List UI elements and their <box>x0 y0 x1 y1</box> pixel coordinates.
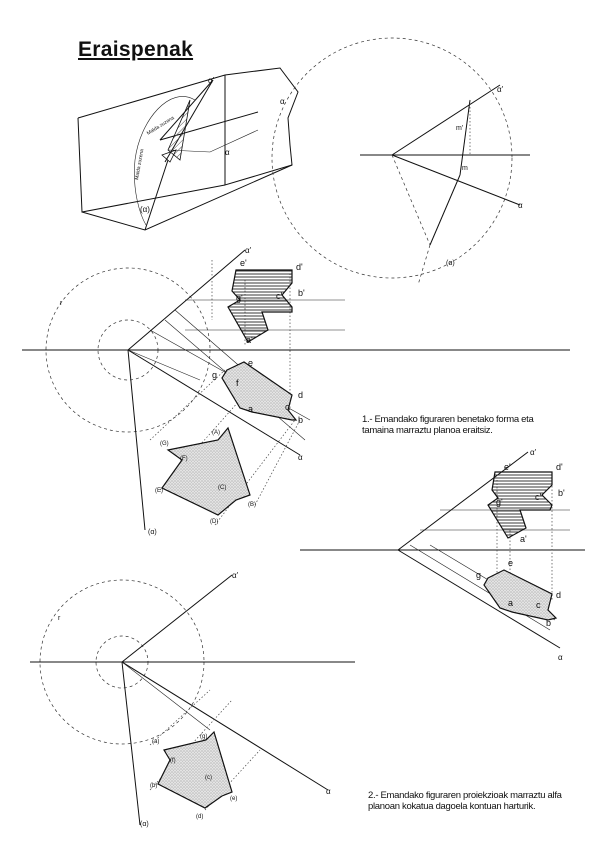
label-alpha-line: α <box>225 148 230 157</box>
perspective-diagram: α' α α (α) Malda zuzena Malda zuzena <box>77 67 299 231</box>
label-c-paren: (c) <box>205 775 212 781</box>
figure-vertical-projection <box>227 269 293 343</box>
label-c-2: c <box>536 600 541 610</box>
label-B: (B) <box>248 502 256 508</box>
label-alpha-5: α <box>326 787 331 796</box>
label-C: (C) <box>218 485 226 491</box>
label-r-2: r <box>58 615 61 622</box>
label-a: a <box>248 404 253 414</box>
label-a-paren: (a) <box>152 739 159 745</box>
figure-true-size-2 <box>157 730 233 809</box>
label-d-paren: (d) <box>196 814 203 820</box>
slope-line-diagram: α' m' m α (α) <box>271 37 530 286</box>
label-g-prime-2: g' <box>496 497 503 507</box>
label-D: (D) <box>210 519 218 525</box>
label-E: (E) <box>155 488 163 494</box>
label-c-prime: c' <box>276 291 283 301</box>
label-b-prime-2: b' <box>558 488 565 498</box>
label-g-prime: g' <box>236 293 243 303</box>
axis-label-slope-2: Malda zuzena <box>134 148 145 180</box>
label-g-paren: (g) <box>200 734 207 740</box>
label-alpha-paren-4: (α) <box>140 821 149 828</box>
label-alpha-prime: α' <box>208 76 215 85</box>
label-alpha-prime-2: α' <box>497 85 504 94</box>
label-alpha-4: α <box>558 653 563 662</box>
label-f: f <box>236 378 239 388</box>
figure-true-size <box>161 426 251 516</box>
exercise-1-diagram: α' e' d' c' b' g' a' e g f d c a b α r (… <box>22 246 570 536</box>
label-m: m <box>462 165 468 172</box>
label-b: b <box>298 415 303 425</box>
label-r: r <box>60 300 63 307</box>
label-G: (G) <box>160 441 169 447</box>
label-alpha-paren: (α) <box>140 205 150 214</box>
label-A: (A) <box>212 430 220 436</box>
label-alpha-prime-3: α' <box>245 246 252 255</box>
label-b-paren: (b) <box>150 783 157 789</box>
label-alpha-plane: α <box>280 97 285 106</box>
label-e-prime-2: e' <box>504 462 511 472</box>
label-d: d <box>298 390 303 400</box>
label-b-2: b <box>546 618 551 628</box>
label-F: (F) <box>180 456 188 462</box>
label-alpha-prime-4: α' <box>530 448 537 457</box>
page-title: Eraispenak <box>78 38 194 61</box>
projected-triangle <box>167 99 191 161</box>
label-d-2: d <box>556 590 561 600</box>
label-alpha-3: α <box>298 453 303 462</box>
label-alpha-paren-3: (α) <box>148 529 157 536</box>
label-d-prime-2: d' <box>556 462 563 472</box>
label-a-prime-2: a' <box>520 534 527 544</box>
label-e-prime: e' <box>240 258 247 268</box>
label-c-prime-2: c' <box>535 492 542 502</box>
label-b-prime: b' <box>298 288 305 298</box>
label-e-paren: (e) <box>230 796 237 802</box>
exercise-1-result-diagram: α' e' d' c' b' g' a' e g d a c b α <box>300 448 585 662</box>
label-e-2: e <box>508 558 513 568</box>
figure-vertical-projection-2 <box>487 471 553 539</box>
label-a-prime: a' <box>246 335 253 345</box>
exercise-1-instruction: 1.- Emandako figuraren benetako forma et… <box>362 414 534 436</box>
label-c: c <box>285 402 290 412</box>
label-f-paren: (f) <box>170 758 176 764</box>
exercise-2-instruction: 2.- Emandako figuraren proiekzioak marra… <box>368 790 562 812</box>
label-d-prime: d' <box>296 262 303 272</box>
exercise-2-diagram: α' r (a) (g) (f) (b) (c) (e) (d) α (α) <box>30 571 355 828</box>
label-e: e <box>248 358 253 368</box>
label-g-2: g <box>476 570 481 580</box>
label-alpha-2: α <box>518 201 523 210</box>
label-g: g <box>212 370 217 380</box>
label-alpha-paren-2: (α) <box>446 260 455 267</box>
label-a-2: a <box>508 598 513 608</box>
figure-horizontal-projection-2 <box>483 569 558 621</box>
label-m-prime: m' <box>456 125 463 132</box>
figure-horizontal-projection <box>221 361 298 421</box>
label-alpha-prime-5: α' <box>232 571 239 580</box>
